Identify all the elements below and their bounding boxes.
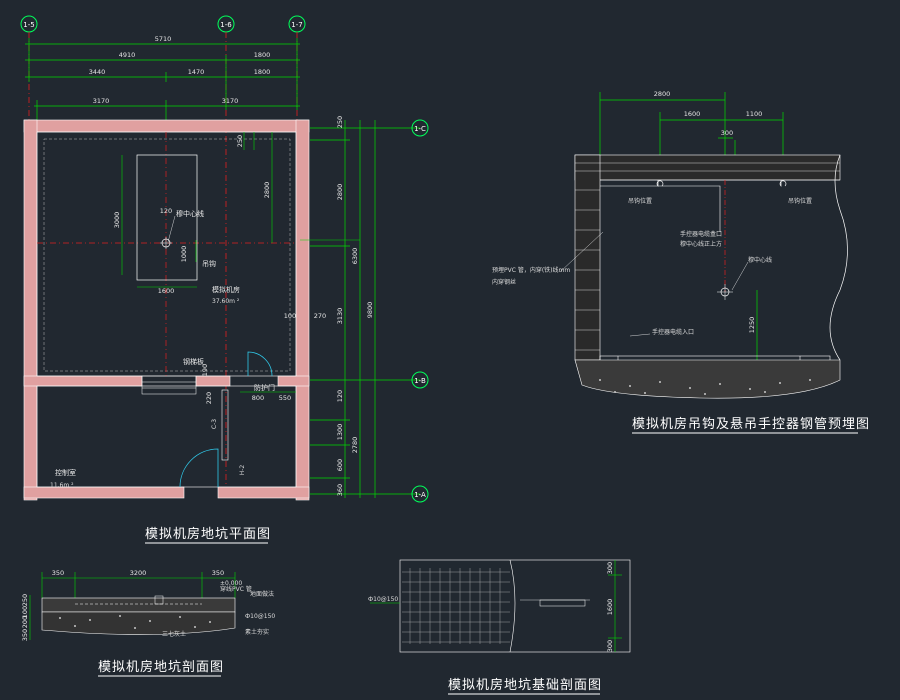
label-control-area: 11.6m ² bbox=[50, 482, 74, 489]
hook-title: 模拟机房吊钩及悬吊手控器钢管预埋图 bbox=[632, 416, 870, 432]
axis-bubble-top-mid: 1-6 bbox=[220, 21, 232, 29]
label-stair: 钢梯板 bbox=[183, 357, 204, 366]
dim-r-2800: 2800 bbox=[336, 184, 344, 201]
axis-bubble-top-left: 1-5 bbox=[23, 21, 34, 29]
dim-r-9800: 9800 bbox=[366, 302, 374, 319]
label-pit-mesh: Ф10@150 bbox=[245, 613, 275, 620]
label-cut-b: H-2 bbox=[239, 465, 246, 476]
dim-800: 800 bbox=[252, 394, 264, 402]
dim-pit-3200: 3200 bbox=[130, 569, 147, 577]
dim-found-300a: 300 bbox=[606, 562, 614, 574]
label-hand-box-2: 穆中心线正上方 bbox=[680, 240, 722, 248]
dim-1800: 1800 bbox=[254, 51, 271, 59]
dim-found-1600: 1600 bbox=[606, 599, 614, 616]
dim-hook-300: 300 bbox=[721, 129, 733, 137]
dim-inner-2800: 2800 bbox=[263, 182, 271, 199]
dim-inner-250: 250 bbox=[236, 135, 244, 147]
dim-pit-350a: 350 bbox=[52, 569, 64, 577]
dim-inner-3000: 3000 bbox=[113, 212, 121, 229]
dim-550: 550 bbox=[279, 394, 291, 402]
label-hook-right: 吊钩位置 bbox=[788, 197, 812, 205]
label-pipe: 预埋PVC 管，内穿(铁)线mm bbox=[492, 266, 570, 274]
label-room-area: 37.60m ² bbox=[212, 298, 240, 305]
label-control-room: 控制室 bbox=[55, 468, 76, 477]
dim-1470: 1470 bbox=[188, 68, 205, 76]
axis-bubble-top-right: 1-7 bbox=[291, 21, 302, 29]
dim-hook-1600: 1600 bbox=[684, 110, 701, 118]
label-hand-box: 手控器电缆盒口 bbox=[680, 230, 722, 238]
dim-4910: 4910 bbox=[119, 51, 136, 59]
dim-hook-2800: 2800 bbox=[654, 90, 671, 98]
dim-pit-350b: 350 bbox=[212, 569, 224, 577]
dim-r-120: 120 bbox=[336, 390, 344, 402]
label-pipe-2: 内穿钢丝 bbox=[492, 278, 516, 286]
dim-pit-v350: 350 bbox=[21, 629, 29, 641]
dim-pit-v100: 100 bbox=[21, 606, 29, 618]
plan-title: 模拟机房地坑平面图 bbox=[145, 526, 271, 542]
axis-bubble-right-top: 1-C bbox=[414, 125, 426, 133]
dim-inner-270: 270 bbox=[314, 312, 326, 320]
floor-plan: 1-5 1-6 1-7 5710 4910 1800 3440 1470 180… bbox=[20, 15, 429, 544]
dim-3170a: 3170 bbox=[93, 97, 110, 105]
dim-found-300b: 300 bbox=[606, 640, 614, 652]
label-cut-a: C-3 bbox=[211, 419, 218, 429]
dim-3440: 3440 bbox=[89, 68, 106, 76]
dim-pit-v200: 200 bbox=[21, 616, 29, 628]
dim-hook-1250: 1250 bbox=[748, 317, 756, 334]
dim-inner-120: 120 bbox=[160, 207, 172, 215]
dim-r-3130: 3130 bbox=[336, 308, 344, 325]
label-pit-floor: 地面做法 bbox=[250, 590, 274, 598]
pit-title: 模拟机房地坑剖面图 bbox=[98, 659, 224, 675]
label-hook-left: 吊钩位置 bbox=[628, 197, 652, 205]
dim-total: 5710 bbox=[155, 35, 172, 43]
dim-inner-100: 100 bbox=[284, 312, 296, 320]
label-center: 穆中心线 bbox=[176, 209, 204, 218]
label-hook-center: 穆中心线 bbox=[748, 256, 772, 264]
dim-hook-1100: 1100 bbox=[746, 110, 763, 118]
dim-3170b: 3170 bbox=[222, 97, 239, 105]
label-entry: 手控器电缆入口 bbox=[652, 328, 694, 336]
label-room: 模拟机房 bbox=[212, 285, 240, 294]
label-found-mesh: Ф10@150 bbox=[368, 596, 398, 603]
dim-1800b: 1800 bbox=[254, 68, 271, 76]
dim-inner-1600: 1600 bbox=[158, 287, 175, 295]
dim-r-360: 360 bbox=[336, 484, 344, 496]
dim-190: 190 bbox=[201, 364, 209, 376]
pit-section: 350 3200 350 250 100 200 350 穿线PVC 管 ±0.… bbox=[21, 569, 275, 677]
dim-r-250: 250 bbox=[336, 116, 344, 128]
label-pit-soil: 三七灰土 bbox=[162, 630, 186, 638]
dim-r-1300: 1300 bbox=[336, 424, 344, 441]
foundation-section: Ф10@150 300 1600 300 模拟机房地坑基础剖面图 bbox=[368, 559, 631, 695]
dim-pit-v250: 250 bbox=[21, 594, 29, 606]
axis-bubble-right-mid: 1-B bbox=[414, 377, 426, 385]
axis-bubble-right-bot: 1-A bbox=[414, 491, 426, 499]
label-pit-pipe: 穿线PVC 管 bbox=[220, 585, 252, 593]
dim-220: 220 bbox=[205, 392, 213, 404]
label-pit-base: 素土夯实 bbox=[245, 628, 269, 636]
foundation-title: 模拟机房地坑基础剖面图 bbox=[448, 677, 602, 693]
dim-r-600: 600 bbox=[336, 459, 344, 471]
label-pit-elev: ±0.000 bbox=[220, 580, 242, 587]
label-door: 防护门 bbox=[254, 383, 275, 392]
dim-r-6300: 6300 bbox=[351, 248, 359, 265]
hook-section: 2800 1600 300 1100 1250 bbox=[492, 90, 870, 434]
label-hook: 吊钩 bbox=[202, 259, 216, 268]
dim-r-2780: 2780 bbox=[351, 437, 359, 454]
dim-inner-1000: 1000 bbox=[180, 246, 188, 263]
